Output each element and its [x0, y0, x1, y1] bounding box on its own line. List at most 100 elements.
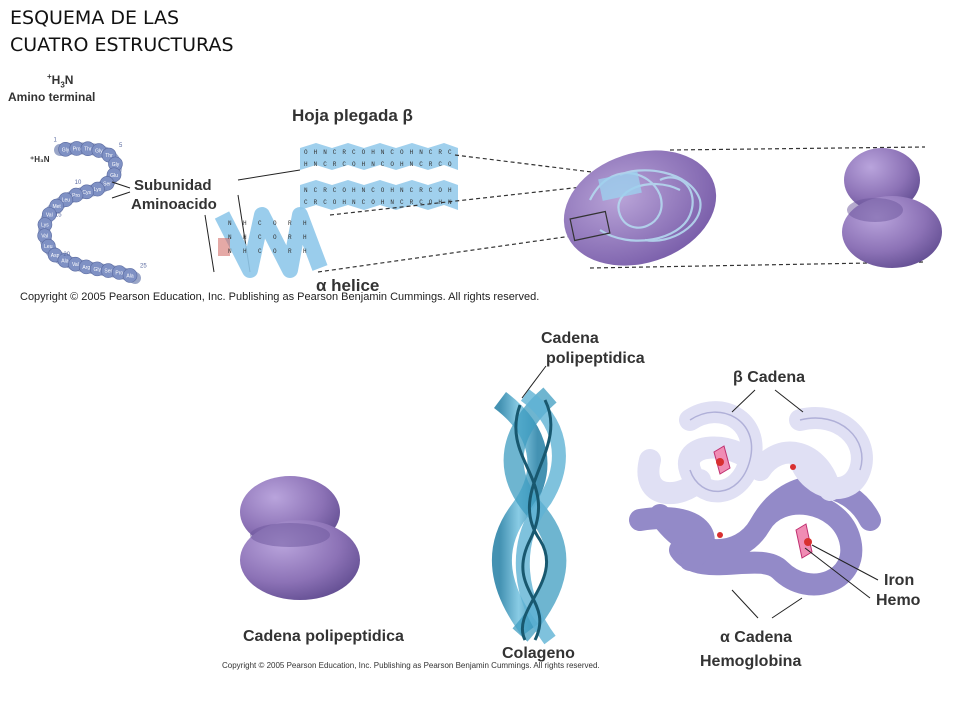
sheet-atom-label: N [314, 161, 318, 168]
amino-acid-label: Lys [94, 187, 102, 193]
sequence-number: 20 [63, 252, 70, 258]
helix-atom-label: O [273, 220, 277, 227]
sheet-atom-label: H [352, 187, 356, 194]
sheet-atom-label: C [352, 149, 356, 156]
sequence-number: 5 [119, 143, 123, 149]
sheet-atom-label: N [419, 149, 423, 156]
sheet-atom-label: O [342, 187, 346, 194]
sheet-atom-label: H [390, 187, 394, 194]
sheet-atom-label: C [342, 161, 346, 168]
sheet-atom-label: H [362, 161, 366, 168]
sheet-atom-label: O [362, 149, 366, 156]
sheet-atom-label: N [381, 149, 385, 156]
sheet-atom-label: C [333, 149, 337, 156]
sheet-atom-label: R [419, 187, 423, 194]
sheet-atom-label: H [314, 149, 318, 156]
sheet-atom-label: O [448, 161, 452, 168]
amino-acid-label: Thr [105, 153, 113, 159]
sheet-atom-label: O [304, 149, 308, 156]
sheet-atom-label: C [448, 149, 452, 156]
hoja-plegada-label: Hoja plegada β [292, 106, 413, 125]
sheet-atom-label: C [429, 149, 433, 156]
sheet-atom-label: C [438, 161, 442, 168]
sheet-atom-label: N [352, 199, 356, 206]
amino-acid-label: Glu [110, 173, 118, 179]
sheet-atom-label: O [381, 187, 385, 194]
amino-acid-label: Ser [103, 181, 111, 187]
amino-acid-label: Gly [62, 147, 70, 153]
helix-atom-label: R [288, 220, 292, 227]
sheet-atom-label: N [371, 161, 375, 168]
title-line-1: ESQUEMA DE LAS [10, 7, 180, 29]
sheet-atom-label: N [400, 187, 404, 194]
sheet-atom-label: C [314, 187, 318, 194]
helix-atom-label: H [303, 234, 307, 241]
amino-acid-label: Met [52, 204, 61, 210]
sheet-atom-label: O [438, 187, 442, 194]
helix-atom-label: C [258, 220, 262, 227]
sheet-atom-label: O [333, 199, 337, 206]
sheet-atom-label: O [352, 161, 356, 168]
amino-terminal-label: Amino terminal [8, 90, 96, 104]
hemo-label: Hemo [876, 592, 921, 609]
amino-acid-label: Asp [51, 253, 60, 259]
helix-atom-label: N [228, 220, 232, 227]
sheet-atom-label: N [410, 161, 414, 168]
sheet-atom-label: C [400, 199, 404, 206]
helix-atom-label: R [288, 248, 292, 255]
helix-atom-label: H [303, 220, 307, 227]
iron-label: Iron [884, 572, 915, 589]
sheet-atom-label: R [342, 149, 346, 156]
beta-cadena-label: β Cadena [733, 369, 806, 386]
chain-n-terminus: ⁺H₃N [30, 155, 50, 164]
sheet-atom-label: C [333, 187, 337, 194]
helix-atom-label: N [228, 234, 232, 241]
sheet-atom-label: C [429, 187, 433, 194]
sheet-atom-label: C [304, 199, 308, 206]
amino-acid-label: Gly [95, 149, 103, 155]
sheet-atom-label: O [371, 199, 375, 206]
copyright-top: Copyright © 2005 Pearson Education, Inc.… [20, 291, 540, 303]
amino-acid-label: Val [72, 262, 79, 268]
sheet-atom-label: O [400, 149, 404, 156]
amino-acid-label: Cys [82, 190, 91, 196]
amino-acid-label: Gly [112, 162, 120, 168]
cadena-label: Cadena [541, 330, 599, 347]
sheet-atom-label: C [381, 161, 385, 168]
helice-label: α helice [316, 276, 380, 295]
amino-acid-label: Pro [115, 270, 123, 276]
helix-atom-label: C [258, 234, 262, 241]
sheet-atom-label: H [448, 187, 452, 194]
copyright-bottom: Copyright © 2005 Pearson Education, Inc.… [222, 661, 600, 670]
sheet-atom-label: N [448, 199, 452, 206]
amino-acid-label: Leu [44, 244, 53, 250]
sheet-atom-label: H [304, 161, 308, 168]
sheet-atom-label: C [323, 161, 327, 168]
amino-acid-label: Val [46, 212, 53, 218]
sheet-atom-label: R [438, 149, 442, 156]
title-line-2: CUATRO ESTRUCTURAS [10, 34, 234, 56]
sheet-atom-label: R [314, 199, 318, 206]
sheet-atom-label: N [304, 187, 308, 194]
sheet-atom-label: C [390, 149, 394, 156]
collagen-pointer [521, 365, 547, 399]
sheet-atom-label: R [410, 199, 414, 206]
helix-atom-label: H [243, 234, 247, 241]
sheet-atom-label: N [323, 149, 327, 156]
sheet-atom-label: O [390, 161, 394, 168]
amino-acid-label: Thr [84, 147, 92, 153]
colageno-label: Colageno [502, 645, 575, 662]
sheet-atom-label: N [390, 199, 394, 206]
hemoglobin [629, 401, 881, 596]
helix-atom-label: C [258, 248, 262, 255]
sheet-atom-label: R [429, 161, 433, 168]
sheet-atom-label: R [333, 161, 337, 168]
hemoglobina-label: Hemoglobina [700, 653, 802, 670]
sheet-atom-label: C [410, 187, 414, 194]
collagen-helix [491, 387, 567, 645]
helix-atom-label: N [228, 248, 232, 255]
